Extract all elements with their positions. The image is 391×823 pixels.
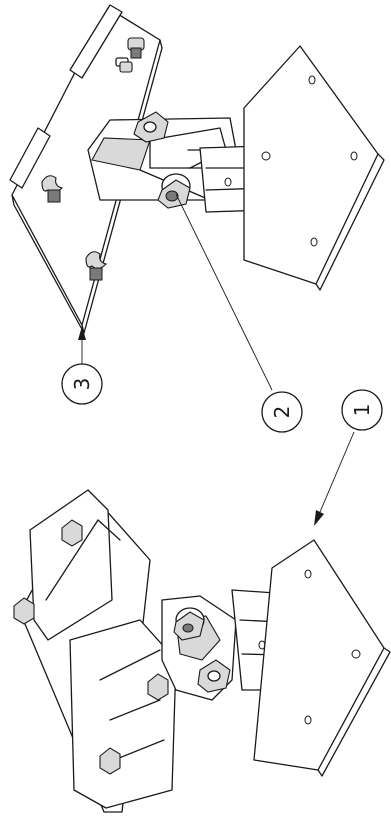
lower-clamp-block-bottom xyxy=(69,619,177,809)
upper-rail-top xyxy=(69,4,123,79)
callout-3: 3 xyxy=(61,326,103,405)
upper-wing-nut-4 xyxy=(85,251,108,281)
upper-pivot-nut xyxy=(133,111,169,143)
upper-base-plate xyxy=(243,45,379,285)
upper-wing-nut-3 xyxy=(41,175,64,203)
lower-pivot-bolt xyxy=(197,659,231,693)
callout-2-label: 2 xyxy=(270,406,294,419)
upper-assembly xyxy=(9,4,385,334)
callout-3-label: 3 xyxy=(70,378,94,391)
lower-clamp-block-top xyxy=(29,489,113,641)
lower-hex-bolt-3 xyxy=(147,673,169,701)
lower-pivot-nut xyxy=(173,607,205,641)
lower-assembly xyxy=(13,489,391,813)
callout-2: 2 xyxy=(175,193,303,433)
callout-1: 1 xyxy=(314,389,383,526)
lower-hex-bolt-2 xyxy=(13,597,35,625)
callout-1-label: 1 xyxy=(350,404,374,417)
lower-base-plate xyxy=(253,539,385,771)
upper-wing-nut-2 xyxy=(119,61,133,73)
lower-hex-bolt-1 xyxy=(61,519,83,547)
upper-rail-bottom xyxy=(9,127,51,189)
upper-pivot-bolt xyxy=(157,173,191,209)
lower-hex-bolt-4 xyxy=(99,747,121,775)
